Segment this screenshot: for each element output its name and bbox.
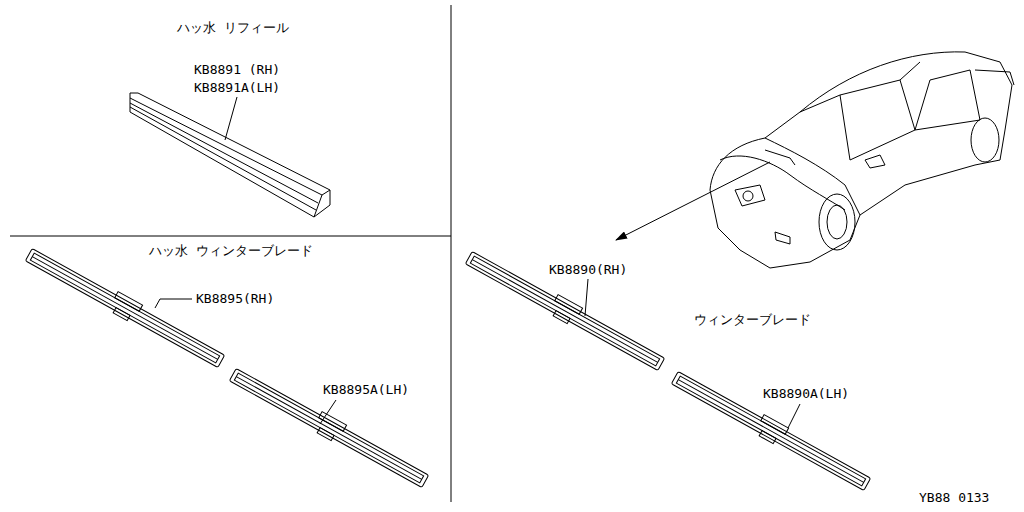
part-number: KB8891 (RH) (193, 62, 281, 77)
divider (451, 5, 452, 502)
leader-line (155, 97, 800, 428)
wiper-blade (670, 368, 873, 493)
wiper-blade (24, 245, 227, 370)
wiper-blade (464, 248, 667, 373)
car-illustration (710, 52, 1014, 268)
section-heading: ハッ水 リフィール (176, 20, 290, 35)
section-heading: ウィンターブレード (693, 312, 812, 327)
part-number: KB8890(RH) (548, 262, 628, 277)
part-number: KB8891A(LH) (193, 80, 281, 95)
section-heading: ハッ水 ウィンターブレード (148, 243, 314, 258)
part-number: KB8890A(LH) (762, 386, 850, 401)
drawing-number: YB88 0133 (918, 490, 990, 505)
divider (10, 236, 451, 237)
location-arrow (616, 162, 770, 240)
refill-strip (130, 93, 330, 217)
part-number: KB8895A(LH) (322, 382, 410, 397)
part-number: KB8895(RH) (195, 291, 275, 306)
wiper-blade (228, 365, 431, 490)
